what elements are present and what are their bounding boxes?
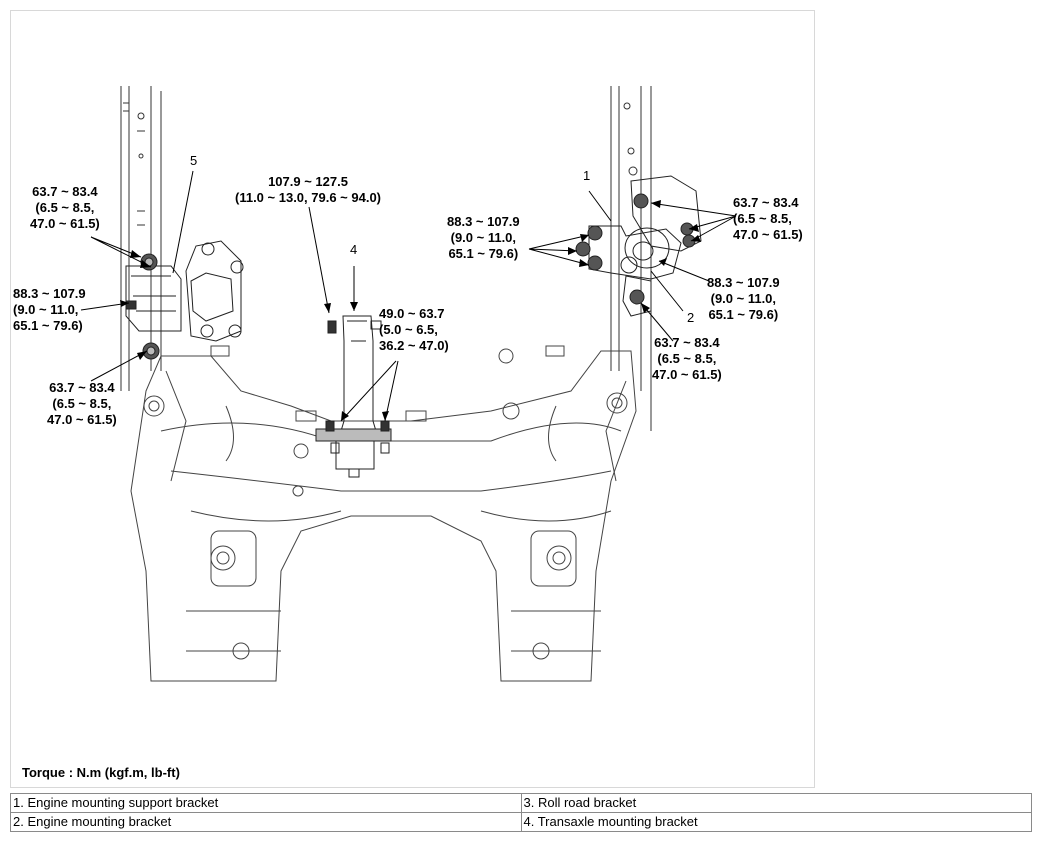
torque-label-right-left: 88.3 ~ 107.9 (9.0 ~ 11.0, 65.1 ~ 79.6) xyxy=(447,214,520,261)
right-side-rail xyxy=(610,86,652,431)
arrowheads xyxy=(120,200,701,421)
torque-label-right-bottom: 63.7 ~ 83.4 (6.5 ~ 8.5, 47.0 ~ 61.5) xyxy=(652,335,722,382)
legend-cell: 4. Transaxle mounting bracket xyxy=(520,812,1032,832)
callout-4: 4 xyxy=(350,242,358,257)
leader-lines xyxy=(80,170,737,422)
parts-legend-table: 1. Engine mounting support bracket 3. Ro… xyxy=(10,793,1032,832)
left-mount-bracket xyxy=(125,240,244,360)
torque-unit-caption: Torque : N.m (kgf.m, lb-ft) xyxy=(22,765,180,780)
center-transaxle-bracket xyxy=(315,315,392,478)
legend-cell: 2. Engine mounting bracket xyxy=(10,812,522,832)
right-mount-bracket xyxy=(575,175,702,317)
legend-cell: 3. Roll road bracket xyxy=(520,793,1032,813)
subframe-body xyxy=(130,345,637,682)
torque-label-right-mid: 88.3 ~ 107.9 (9.0 ~ 11.0, 65.1 ~ 79.6) xyxy=(707,275,780,322)
legend-row: 2. Engine mounting bracket 4. Transaxle … xyxy=(10,812,1032,832)
callout-1: 1 xyxy=(583,168,591,183)
torque-label-left-mid: 88.3 ~ 107.9 (9.0 ~ 11.0, 65.1 ~ 79.6) xyxy=(13,286,86,333)
callout-5: 5 xyxy=(190,153,198,168)
mounting-diagram: 63.7 ~ 83.4 (6.5 ~ 8.5, 47.0 ~ 61.5) 88.… xyxy=(10,10,815,788)
torque-label-center-right: 49.0 ~ 63.7 (5.0 ~ 6.5, 36.2 ~ 47.0) xyxy=(379,306,449,353)
subframe-drawing xyxy=(80,86,737,682)
legend-cell: 1. Engine mounting support bracket xyxy=(10,793,522,813)
callout-2: 2 xyxy=(687,310,695,325)
torque-label-left-bottom: 63.7 ~ 83.4 (6.5 ~ 8.5, 47.0 ~ 61.5) xyxy=(47,380,117,427)
torque-label-left-top: 63.7 ~ 83.4 (6.5 ~ 8.5, 47.0 ~ 61.5) xyxy=(30,184,100,231)
legend-row: 1. Engine mounting support bracket 3. Ro… xyxy=(10,793,1032,813)
left-side-rail xyxy=(120,86,162,391)
torque-label-center-top: 107.9 ~ 127.5 (11.0 ~ 13.0, 79.6 ~ 94.0) xyxy=(235,174,382,205)
torque-label-right-top: 63.7 ~ 83.4 (6.5 ~ 8.5, 47.0 ~ 61.5) xyxy=(733,195,803,242)
